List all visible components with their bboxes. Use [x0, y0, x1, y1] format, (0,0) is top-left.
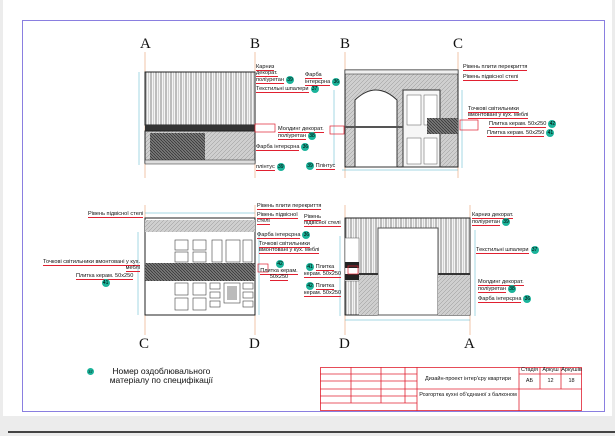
callout: 39 Плінтус: [306, 162, 336, 171]
axis-label: C: [139, 336, 150, 352]
project-title: Дизайн-проект інтер'єру квартири: [425, 376, 511, 382]
elevation-b-c: [344, 69, 459, 168]
callout: Точкові світильники вмонтовані у кух. ме…: [43, 259, 140, 272]
callout: Рівень підвісної стелі: [88, 211, 144, 218]
legend-text: Номер оздоблювального матеріалу по специ…: [109, 366, 214, 385]
elevation-c-d: [144, 217, 256, 316]
sheet-frame: [22, 20, 605, 412]
axis-label: D: [249, 336, 260, 352]
sheet-value: 12: [547, 378, 554, 384]
stage-value: АБ: [525, 378, 534, 384]
axis-label: D: [339, 336, 350, 352]
callout: Рівень підвісної стелі: [257, 212, 298, 225]
sheet-header: Аркуш: [542, 367, 559, 373]
elevation-d-a: [344, 217, 471, 316]
axis-label: B: [250, 36, 261, 52]
callout: Рівень плити перекриття: [463, 64, 528, 71]
callout: 42 Плитка керам. 50х250: [304, 282, 342, 297]
callout: Точкові світильники вмонтовані у кух. ме…: [259, 241, 320, 254]
legend: 37 Номер оздоблювального матеріалу по сп…: [85, 367, 226, 385]
axis-label: A: [464, 336, 475, 352]
callout: Рівень плити перекриття: [257, 203, 322, 210]
elevation-a-b: [144, 71, 256, 165]
sheets-value: 18: [568, 378, 575, 384]
callout: Рівень підвісної стелі: [304, 214, 341, 227]
axis-label: B: [340, 36, 351, 52]
callout: 41 Плитка керам. 50х250: [304, 263, 342, 278]
callout: Рівень підвісної стелі: [463, 74, 519, 81]
title-block: Дизайн-проект інтер'єру квартири Розгорт…: [320, 367, 582, 411]
axis-label: C: [453, 36, 464, 52]
marker-icon: 37: [87, 368, 94, 376]
stage-header: Стадія: [521, 367, 538, 373]
sheets-header: Аркушів: [561, 367, 582, 373]
drawing-sheet: [3, 0, 612, 416]
axis-label: A: [140, 36, 151, 52]
ruler-line: [8, 431, 615, 433]
callout: Точкові світильники вмонтовані у кух. ме…: [468, 106, 529, 119]
sheet-title: Розгортка кухні об'єднаної з балконом: [419, 392, 517, 398]
